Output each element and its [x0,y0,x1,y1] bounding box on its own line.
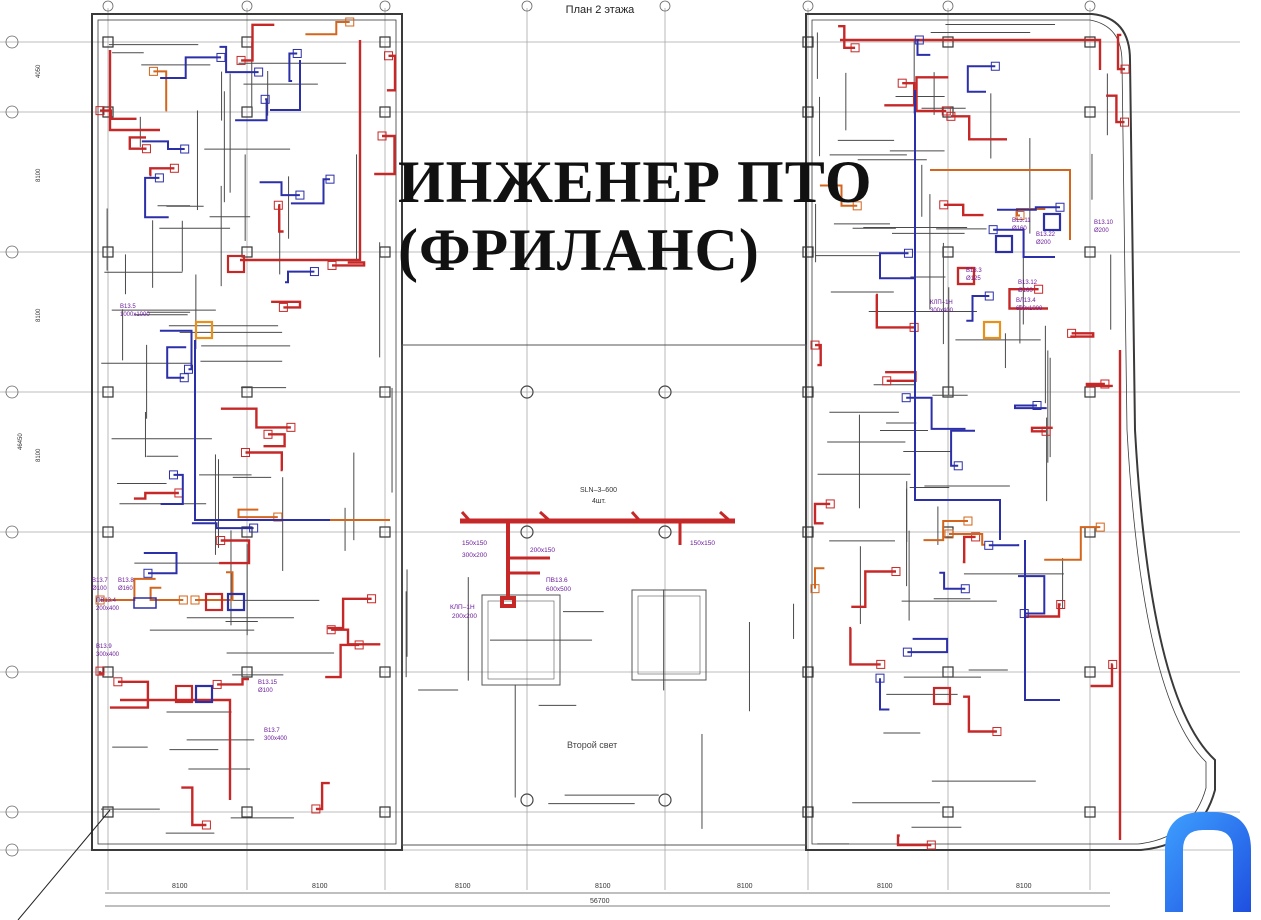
svg-text:8100: 8100 [312,883,328,890]
svg-text:46450: 46450 [18,433,24,450]
svg-text:8100: 8100 [36,308,42,322]
unit-size: 600x500 [546,586,571,593]
svg-text:Ø200: Ø200 [1094,228,1109,234]
equipment-units: В13.51000x1000В13.7Ø100В13.8Ø160ПВ13.420… [92,212,1114,742]
svg-text:В13.11: В13.11 [1012,218,1031,224]
kvp-label: КЛП–1Н [450,604,475,611]
svg-text:В13.5: В13.5 [120,304,136,310]
return-ducts [141,35,1065,711]
overlay-title: ИНЖЕНЕР ПТО (ФРИЛАНС) [398,148,873,284]
svg-text:8100: 8100 [877,883,893,890]
svg-text:4050: 4050 [36,64,42,78]
svg-text:8100: 8100 [36,448,42,462]
overlay-title-line-2: (ФРИЛАНС) [398,217,760,283]
kvp-size: 200x200 [452,613,477,620]
svg-text:Ø100: Ø100 [92,586,107,592]
dimension-labels: 8100 8100 8100 8100 8100 8100 8100 56700 4050 810… [18,64,1032,905]
supply-ducts [95,23,1130,850]
svg-text:Ø160: Ø160 [118,586,133,592]
structural-columns [102,36,1096,818]
dimension-chain [105,892,1110,907]
duct-size-4: 150x150 [690,540,715,547]
svg-text:56700: 56700 [590,898,610,905]
company-logo-icon [1165,812,1251,912]
svg-text:В13.12: В13.12 [1018,280,1038,286]
svg-text:ВЛ13.4: ВЛ13.4 [1016,298,1036,304]
duct-size-3: 200x150 [530,547,555,554]
svg-text:8100: 8100 [36,168,42,182]
unit-label: ПВ13.6 [546,577,568,584]
svg-text:В13.7: В13.7 [92,578,108,584]
duct-size-1: 150x150 [462,540,487,547]
svg-text:Ø100: Ø100 [258,688,273,694]
svg-text:8100: 8100 [737,883,753,890]
svg-text:КЛП–1Н: КЛП–1Н [930,300,953,306]
svg-text:Ø160: Ø160 [1018,288,1033,294]
svg-text:Ø200: Ø200 [1036,240,1051,246]
svg-text:В13.3: В13.3 [966,268,982,274]
svg-text:В13.7: В13.7 [264,728,280,734]
svg-text:Ø125: Ø125 [966,276,981,282]
duct-label: SLN–3–600 [580,487,617,494]
svg-text:8100: 8100 [172,883,188,890]
svg-text:1000x1000: 1000x1000 [120,312,150,318]
central-duct-system: SLN–3–600 4шт. 150x150 300x200 200x150 1… [450,487,735,750]
svg-text:В13.22: В13.22 [1036,232,1056,238]
duct-sublabel: 4шт. [592,498,606,505]
svg-text:200x400: 200x400 [96,606,120,612]
svg-text:В13.8: В13.8 [118,578,134,584]
svg-text:8100: 8100 [595,883,611,890]
svg-text:300x400: 300x400 [96,652,120,658]
svg-text:600x1000: 600x1000 [1016,306,1043,312]
central-atrium [401,344,807,846]
plan-title: План 2 этажа [565,4,635,16]
svg-text:ПВ13.4: ПВ13.4 [96,598,117,604]
svg-text:В13.10: В13.10 [1094,220,1114,226]
svg-text:Ø160: Ø160 [1012,226,1027,232]
svg-text:В13.9: В13.9 [96,644,112,650]
svg-text:300x400: 300x400 [264,736,288,742]
svg-text:8100: 8100 [455,883,471,890]
grid-lines [0,0,1240,890]
svg-text:300x400: 300x400 [930,308,954,314]
room-partitions [101,23,1121,845]
atrium-label: Второй свет [567,740,617,750]
overlay-title-line-1: ИНЖЕНЕР ПТО [398,149,873,215]
duct-size-2: 300x200 [462,552,487,559]
leader-line [17,809,111,920]
right-building [805,13,1216,851]
svg-text:8100: 8100 [1016,883,1032,890]
svg-text:В13.15: В13.15 [258,680,278,686]
